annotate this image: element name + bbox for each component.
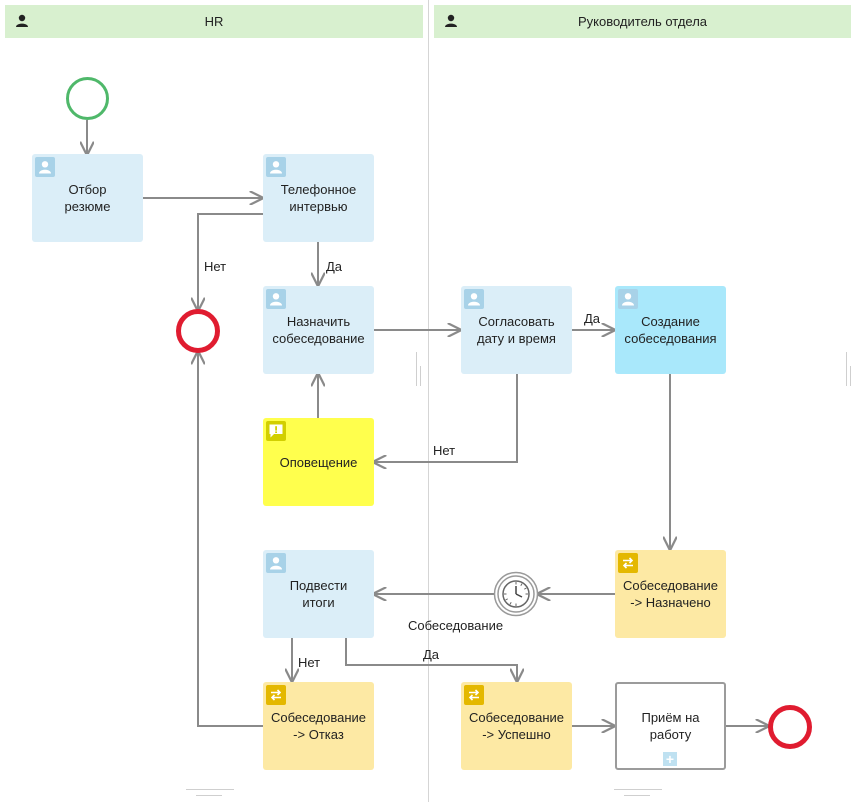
end-event-rejected[interactable] bbox=[176, 309, 220, 353]
edge-label-phone-no: Нет bbox=[204, 259, 227, 274]
edge-label-agree-no: Нет bbox=[433, 443, 456, 458]
user-icon bbox=[464, 289, 484, 309]
lane-divider bbox=[428, 0, 429, 802]
alert-icon bbox=[266, 421, 286, 441]
task-label: Собеседование -> Успешно bbox=[468, 710, 565, 742]
edge-label-agree-yes: Да bbox=[584, 311, 601, 326]
lane-header-department-head[interactable]: Руководитель отдела bbox=[434, 5, 851, 38]
user-icon bbox=[445, 14, 457, 27]
task-label: Назначить собеседование bbox=[272, 314, 365, 346]
task-notification[interactable]: Оповещение bbox=[263, 418, 374, 506]
task-summarize[interactable]: Подвести итоги bbox=[263, 550, 374, 638]
lane-resize-grip[interactable] bbox=[850, 366, 851, 386]
user-icon bbox=[16, 14, 28, 27]
edge-label-phone-yes: Да bbox=[326, 259, 343, 274]
edge-label-summary-yes: Да bbox=[423, 647, 440, 662]
flow-rejected-to-end[interactable] bbox=[198, 352, 263, 727]
task-label: Оповещение bbox=[279, 454, 358, 470]
lane-resize-grip[interactable] bbox=[196, 795, 222, 796]
swap-icon bbox=[464, 685, 484, 705]
swap-icon bbox=[618, 553, 638, 573]
task-status-scheduled[interactable]: Собеседование -> Назначено bbox=[615, 550, 726, 638]
task-create-interview[interactable]: Создание собеседования bbox=[615, 286, 726, 374]
lane-resize-grip[interactable] bbox=[186, 789, 234, 790]
lane-header-hr[interactable]: HR bbox=[5, 5, 423, 38]
lane-title: Руководитель отдела bbox=[577, 14, 708, 29]
task-label: Создание собеседования bbox=[624, 314, 717, 346]
plus-icon[interactable]: + bbox=[663, 752, 677, 766]
task-label: Телефонное интервью bbox=[280, 182, 357, 214]
lane-resize-grip[interactable] bbox=[416, 352, 417, 386]
task-label: Приём на работу bbox=[641, 710, 700, 742]
task-label: Согласовать дату и время bbox=[477, 314, 556, 346]
task-agree-datetime[interactable]: Согласовать дату и время bbox=[461, 286, 572, 374]
flow-phone-no[interactable] bbox=[198, 213, 263, 310]
flow-summary-yes[interactable] bbox=[345, 638, 517, 681]
user-icon bbox=[35, 157, 55, 177]
task-schedule-interview[interactable]: Назначить собеседование bbox=[263, 286, 374, 374]
swap-icon bbox=[266, 685, 286, 705]
user-icon bbox=[266, 157, 286, 177]
task-resume-selection[interactable]: Отбор резюме bbox=[32, 154, 143, 242]
subprocess-hire[interactable]: Приём на работу + bbox=[615, 682, 726, 770]
user-icon bbox=[618, 289, 638, 309]
lane-resize-grip[interactable] bbox=[846, 352, 847, 386]
task-label: Подвести итоги bbox=[289, 578, 348, 610]
lane-title: HR bbox=[204, 14, 224, 29]
lane-resize-grip[interactable] bbox=[614, 789, 662, 790]
start-event[interactable] bbox=[66, 77, 109, 120]
task-phone-interview[interactable]: Телефонное интервью bbox=[263, 154, 374, 242]
edge-label-timer: Собеседование bbox=[408, 618, 504, 633]
user-icon bbox=[266, 553, 286, 573]
user-icon bbox=[266, 289, 286, 309]
lane-resize-grip[interactable] bbox=[420, 366, 421, 386]
task-label: Отбор резюме bbox=[64, 182, 111, 214]
edge-label-summary-no: Нет bbox=[298, 655, 321, 670]
timer-icon[interactable] bbox=[493, 571, 539, 617]
lane-resize-grip[interactable] bbox=[624, 795, 650, 796]
flow-agree-no[interactable] bbox=[374, 374, 518, 462]
task-status-rejected[interactable]: Собеседование -> Отказ bbox=[263, 682, 374, 770]
task-label: Собеседование -> Назначено bbox=[622, 578, 719, 610]
task-label: Собеседование -> Отказ bbox=[270, 710, 367, 742]
task-status-success[interactable]: Собеседование -> Успешно bbox=[461, 682, 572, 770]
end-event-hired[interactable] bbox=[768, 705, 812, 749]
